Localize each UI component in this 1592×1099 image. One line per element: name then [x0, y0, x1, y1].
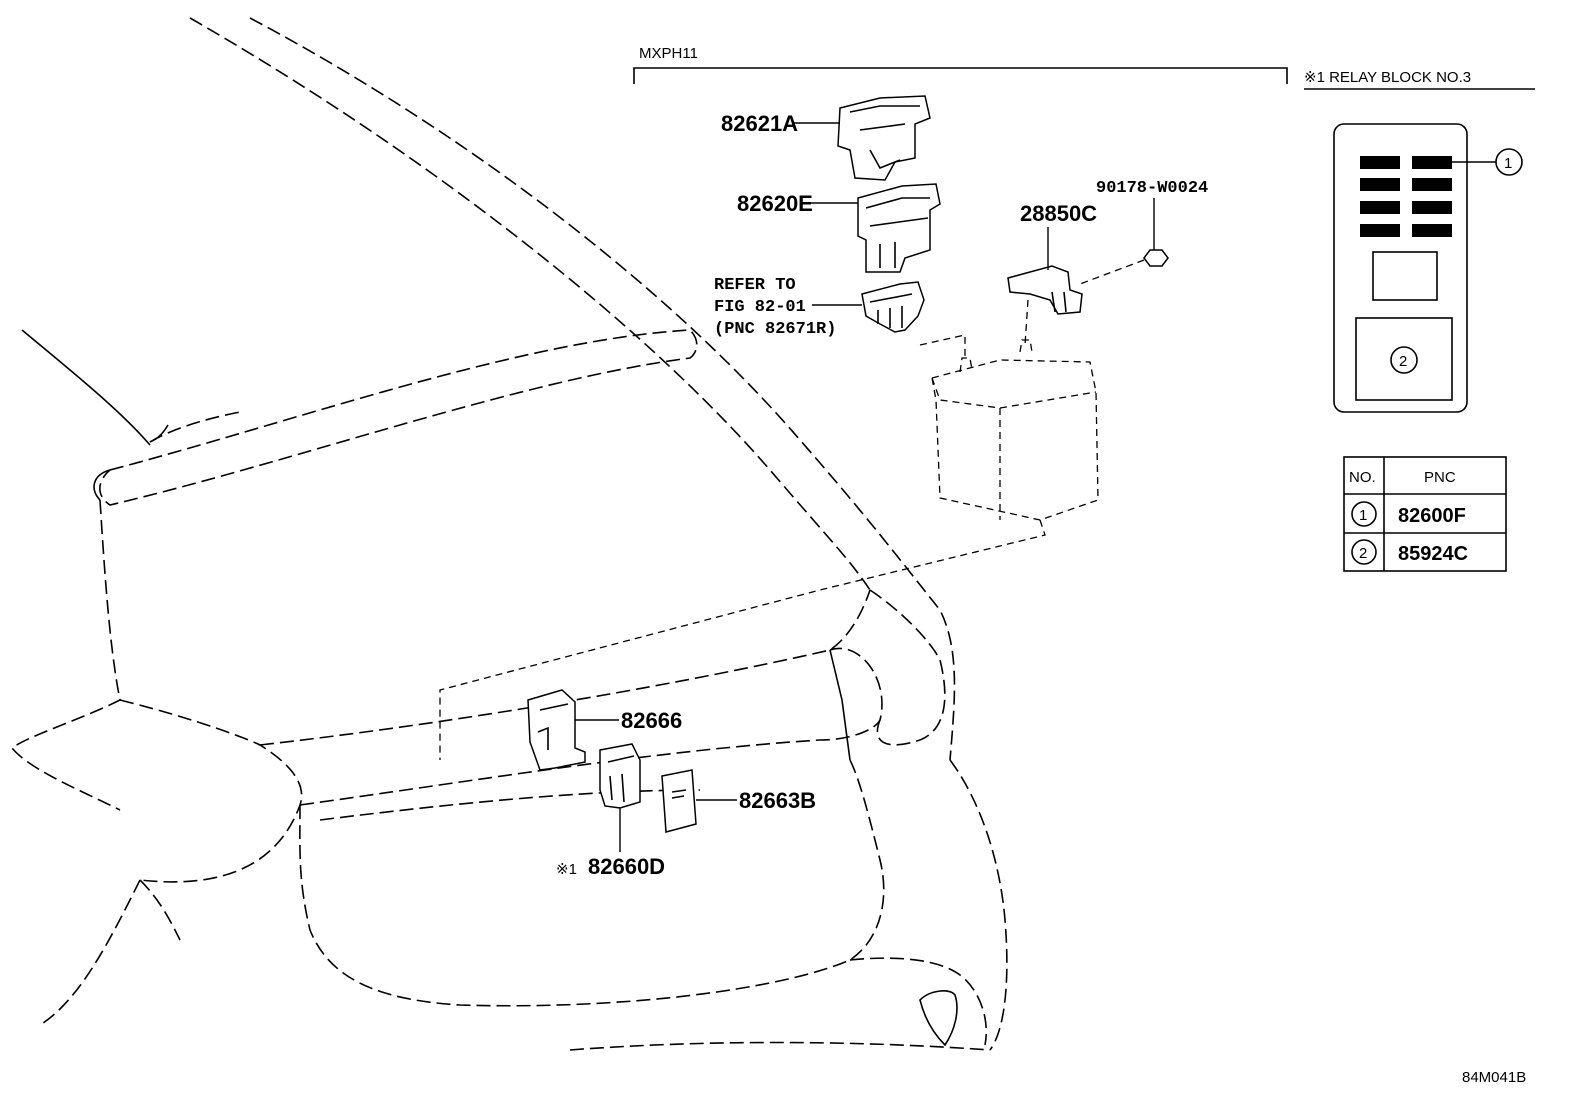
- label-28850C: 28850C: [1020, 201, 1097, 226]
- relay-slots: [1360, 156, 1452, 237]
- callout-2-inner: 2: [1399, 353, 1407, 370]
- variant-bracket: MXPH11: [633, 45, 1288, 84]
- part-28850C: 28850C: [1007, 201, 1097, 315]
- relay-block-no3: ※1 RELAY BLOCK NO.3 2 1: [1304, 69, 1535, 413]
- relay-block-outline: [1333, 123, 1468, 413]
- label-90178-W0024: 90178-W0024: [1096, 179, 1208, 198]
- part-82671R-ref: REFER TO FIG 82-01 (PNC 82671R): [714, 276, 925, 339]
- table-row: 1 82600F: [1351, 501, 1466, 527]
- table-row: 2 85924C: [1351, 539, 1468, 565]
- table-row-2-no: 2: [1359, 545, 1367, 562]
- vehicle-outline: [10, 17, 1008, 1051]
- table-row-2-pnc: 85924C: [1398, 543, 1468, 565]
- refer-line-1: REFER TO: [714, 276, 796, 295]
- label-82666: 82666: [621, 708, 682, 733]
- relay-small-slot: [1372, 251, 1438, 301]
- label-82620E: 82620E: [737, 191, 813, 216]
- variant-code: MXPH11: [639, 45, 698, 62]
- callout-1: 1: [1504, 155, 1512, 172]
- relay-block-title: ※1 RELAY BLOCK NO.3: [1304, 69, 1471, 86]
- label-82660D: 82660D: [588, 854, 665, 879]
- part-82620E: 82620E: [737, 183, 941, 273]
- part-82666: 82666: [527, 689, 682, 771]
- battery: [439, 299, 1099, 760]
- label-82621A: 82621A: [721, 111, 798, 136]
- table-header-pnc: PNC: [1424, 469, 1456, 486]
- label-82663B: 82663B: [739, 788, 816, 813]
- pnc-table: NO. PNC 1 82600F 2 85924C: [1343, 456, 1507, 572]
- part-82660D: ※1 82660D: [556, 743, 665, 879]
- refer-line-3: (PNC 82671R): [714, 320, 836, 339]
- part-90178-W0024: 90178-W0024: [1079, 179, 1208, 285]
- label-82660D-mark: ※1: [556, 861, 577, 878]
- table-row-1-pnc: 82600F: [1398, 505, 1466, 527]
- relay-large-slot: [1355, 317, 1453, 401]
- table-row-1-no: 1: [1359, 507, 1367, 524]
- table-header-no: NO.: [1349, 469, 1376, 486]
- figure-code: 84M041B: [1462, 1069, 1526, 1086]
- part-82663B: 82663B: [661, 769, 816, 833]
- refer-line-2: FIG 82-01: [714, 298, 806, 317]
- part-82621A: 82621A: [721, 95, 931, 181]
